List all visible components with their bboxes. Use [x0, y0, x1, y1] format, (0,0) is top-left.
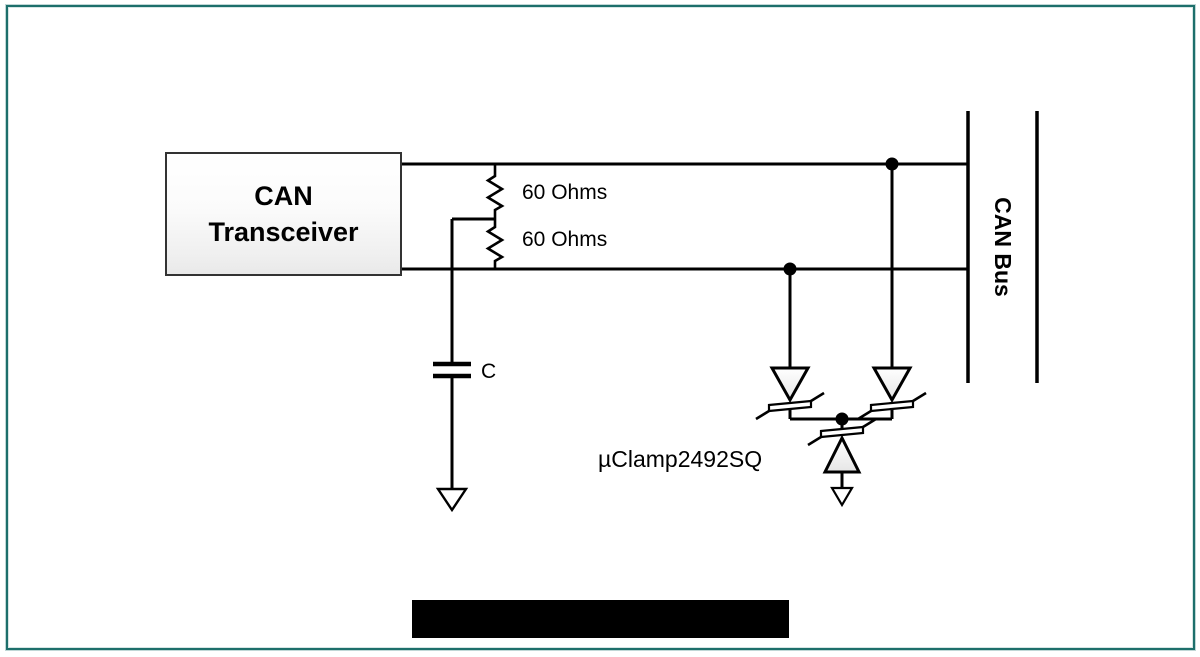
- tvs-diode-left: [769, 366, 811, 404]
- resistor2-label: 60 Ohms: [522, 228, 608, 251]
- tvs-bottom-bar-tail-a: [807, 435, 822, 447]
- tvs-diode-right-cathode-bar: [869, 399, 915, 413]
- tvs-left-bar-tail-b: [810, 391, 825, 403]
- redacted-caption: [412, 600, 789, 638]
- junction-dot-common: [835, 412, 849, 426]
- ground-symbol-capacitor: [435, 487, 469, 513]
- tvs-right-bar-tail-b: [912, 391, 927, 403]
- tvs-diode-left-cathode-bar: [767, 399, 813, 413]
- can-bus-label: CAN Bus: [990, 197, 1016, 297]
- tvs-left-bar-tail-a: [755, 409, 770, 421]
- resistor-r2: [485, 219, 505, 269]
- junction-dot-top: [885, 157, 899, 171]
- capacitor-label: C: [481, 360, 497, 383]
- junction-dot-bottom: [783, 262, 797, 276]
- tvs-device-label: µClamp2492SQ: [598, 446, 763, 472]
- ground-symbol-tvs: [830, 486, 854, 508]
- resistor1-label: 60 Ohms: [522, 181, 608, 204]
- tvs-diode-right: [871, 366, 913, 404]
- tvs-diode-bottom-cathode-bar: [819, 425, 865, 439]
- can-transceiver-label-line2: Transceiver: [208, 217, 359, 247]
- can-transceiver-label-line1: CAN: [254, 180, 313, 211]
- tvs-bottom-bar-tail-b: [862, 417, 877, 429]
- diagram-frame: [6, 5, 1195, 650]
- can-transceiver-box: CAN Transceiver: [165, 152, 402, 276]
- resistor-r1: [485, 164, 505, 219]
- tvs-diode-bottom: [822, 434, 862, 474]
